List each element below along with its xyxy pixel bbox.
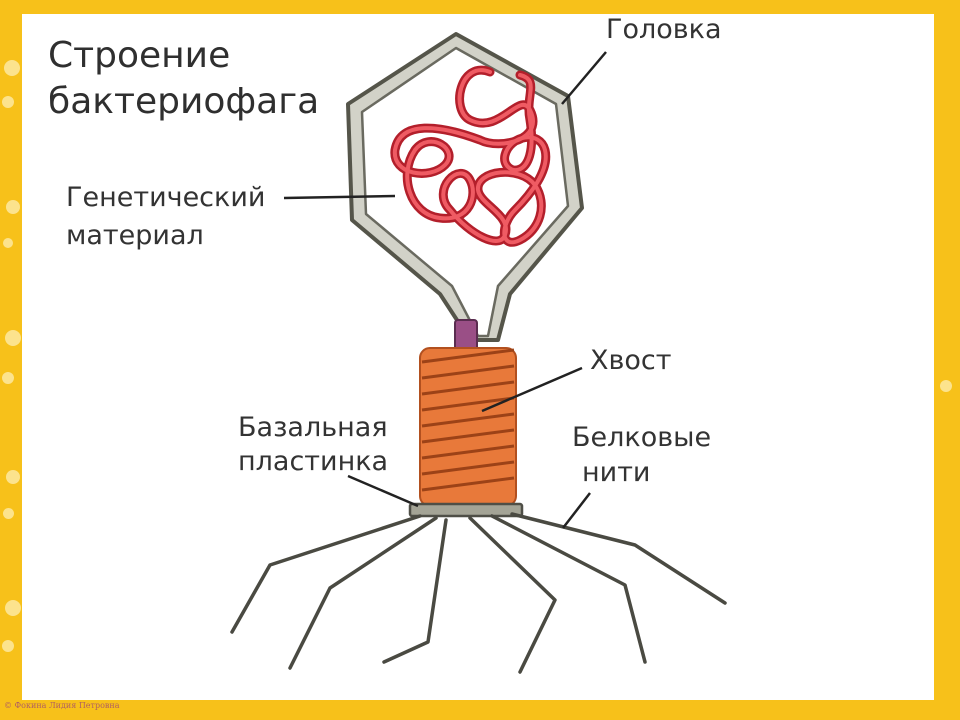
bg-bubble — [2, 372, 14, 384]
label-baseplate-line-1: Базальная — [238, 412, 388, 443]
bg-bubble — [2, 640, 14, 652]
bg-bubble — [6, 470, 20, 484]
bg-bubble — [6, 200, 20, 214]
bg-bubble — [5, 330, 21, 346]
bg-bubble — [5, 600, 21, 616]
base-plate — [408, 502, 524, 518]
title-line-2: бактериофага — [48, 81, 320, 122]
label-head: Головка — [606, 14, 722, 45]
label-fibers-line-2: нити — [582, 457, 651, 488]
tail-sheath — [419, 347, 517, 507]
bg-bubble — [940, 380, 952, 392]
capsid-head-inner — [360, 46, 570, 338]
genetic-material — [390, 65, 551, 247]
tail-fibers — [230, 512, 727, 674]
label-tail: Хвост — [590, 345, 672, 376]
bg-bubble — [4, 60, 20, 76]
leader-lines — [283, 51, 607, 529]
label-baseplate-line-2: пластинка — [238, 446, 389, 477]
copyright-text: © Фокина Лидия Петровна — [4, 701, 120, 710]
title-line-1: Строение — [48, 35, 231, 76]
bg-bubble — [2, 96, 14, 108]
label-genetic-line-1: Генетический — [66, 182, 266, 213]
bg-bubble — [3, 508, 14, 519]
label-fibers-line-1: Белковые — [572, 422, 712, 453]
label-genetic-line-2: материал — [66, 220, 204, 251]
bg-bubble — [3, 238, 13, 248]
